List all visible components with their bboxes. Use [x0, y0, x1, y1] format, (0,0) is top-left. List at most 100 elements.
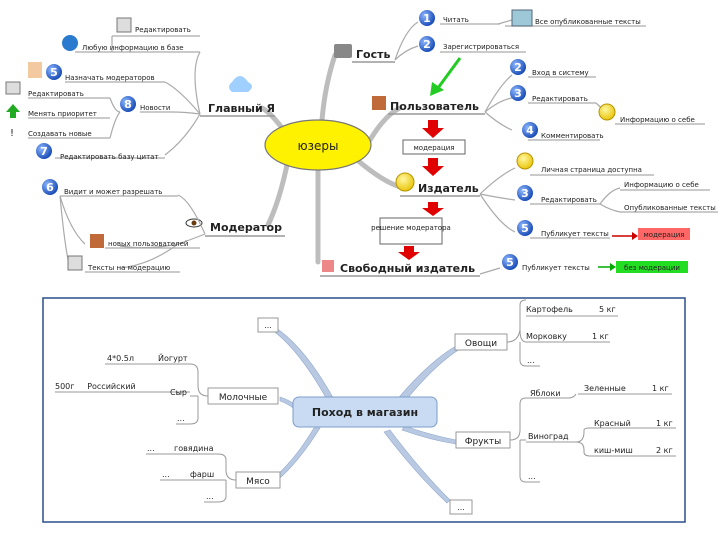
- guest-item-read: Читать: [443, 16, 469, 24]
- moderator-item-sees: Видит и может разрешать: [64, 188, 162, 196]
- main-item-create: Создавать новые: [28, 130, 92, 138]
- svg-text:решение модератора: решение модератора: [371, 224, 451, 232]
- smiley-icon-publisher: [395, 172, 415, 192]
- cup-icon: [334, 44, 352, 58]
- dairy-more: ...: [177, 414, 185, 423]
- svg-text:8: 8: [124, 98, 132, 111]
- user-item-comment: Комментировать: [541, 132, 604, 140]
- meat-beef-detail: ...: [147, 444, 155, 453]
- fruit-more: ...: [528, 472, 536, 481]
- svg-text:без модерации: без модерации: [624, 264, 680, 272]
- node-moderator[interactable]: Модератор: [185, 218, 285, 237]
- publisher-item-edit: Редактировать: [541, 196, 597, 204]
- svg-text:Мясо: Мясо: [246, 477, 270, 487]
- meat-mince: фарш: [190, 470, 214, 479]
- svg-text:Свободный издатель: Свободный издатель: [340, 262, 475, 275]
- node-main[interactable]: Главный Я: [200, 76, 275, 117]
- red-arrow-icon: [422, 120, 444, 138]
- main-item-any-info: Любую информацию в базе: [82, 44, 184, 52]
- publisher-item-publish: Публикует тексты: [541, 230, 609, 238]
- main-item-priority: Менять приоритет: [28, 110, 97, 118]
- dairy-yogurt-detail: 4*0.5л: [107, 354, 134, 363]
- link-center-empty-bottom: [383, 429, 451, 504]
- svg-text:2: 2: [423, 38, 431, 51]
- dairy-cheese-detail: 500г Российский: [55, 382, 136, 391]
- publisher-sub-texts: Опубликованные тексты: [624, 204, 716, 212]
- moderator-item-new-users: новых пользователей: [108, 240, 188, 248]
- center-node-users[interactable]: [264, 119, 372, 171]
- main-connectors: [259, 52, 403, 265]
- dairy-cheese: Сыр: [170, 388, 187, 397]
- svg-text:6: 6: [46, 181, 54, 194]
- meat-beef: говядина: [174, 444, 214, 453]
- guest-item-register: Зарегистрироваться: [443, 43, 519, 51]
- svg-text:...: ...: [264, 321, 272, 330]
- svg-text:Главный Я: Главный Я: [208, 102, 275, 115]
- node-free-publisher[interactable]: Свободный издатель: [320, 260, 480, 277]
- veg-item-carrot: Морковку: [526, 332, 567, 341]
- smiley-icon: [598, 103, 616, 121]
- svg-text:5: 5: [506, 256, 514, 269]
- veg-item-more: ...: [527, 356, 535, 365]
- meat-more: ...: [206, 492, 214, 501]
- svg-text:3: 3: [521, 187, 529, 200]
- veg-qty-carrot: 1 кг: [592, 332, 609, 341]
- empty-node-top[interactable]: [257, 317, 279, 333]
- moderation-box: [402, 139, 466, 155]
- books-icon-user: [372, 96, 386, 110]
- books-icon-mod: [90, 234, 104, 248]
- badge-1: [419, 10, 435, 26]
- svg-text:2: 2: [514, 61, 522, 74]
- books-icon: [511, 9, 533, 27]
- main-item-edit: Редактировать: [135, 26, 191, 34]
- center-node-label: юзеры: [298, 139, 339, 153]
- badge-2: [419, 36, 435, 52]
- user-roles-diagram: юзеры Гость 1 Читать Все опубликованные …: [5, 9, 718, 277]
- node-publisher[interactable]: Издатель: [395, 172, 480, 197]
- fruit-grapes: Виноград: [528, 432, 569, 441]
- grape-kishmish-qty: 2 кг: [656, 446, 673, 455]
- dairy-yogurt: Йогурт: [158, 352, 188, 363]
- fruit-apples-green: Зеленные: [584, 384, 626, 393]
- warning-icon: !: [10, 128, 14, 139]
- svg-text:модерация: модерация: [414, 144, 455, 152]
- svg-text:7: 7: [40, 145, 48, 158]
- publisher-sub-info: Информацию о себе: [624, 181, 699, 189]
- shopping-mindmap: Поход в магазин ... ... Овощи Картофель …: [42, 297, 686, 523]
- edit-icon-2: [5, 81, 21, 95]
- badge-no-moderation: [616, 261, 688, 273]
- svg-text:3: 3: [514, 87, 522, 100]
- node-guest[interactable]: Гость: [334, 44, 395, 63]
- svg-text:Молочные: Молочные: [219, 393, 268, 403]
- svg-text:Гость: Гость: [356, 48, 390, 61]
- publisher-item-page: Личная страница доступна: [541, 166, 642, 174]
- red-arrow-icon-2: [422, 158, 444, 176]
- hand-pointer-icon: [28, 62, 42, 78]
- svg-text:Издатель: Издатель: [418, 182, 479, 195]
- empty-node-bottom[interactable]: [449, 499, 473, 515]
- main-item-news: Новости: [140, 104, 170, 112]
- svg-text:1: 1: [423, 12, 431, 25]
- edit-icon: [116, 17, 132, 33]
- meat-mince-detail: ...: [162, 470, 170, 479]
- main-item-quotes: Редактировать базу цитат: [60, 153, 159, 161]
- edit-icon-mod: [67, 255, 83, 271]
- svg-text:Овощи: Овощи: [465, 339, 497, 349]
- node-user[interactable]: Пользователь: [372, 96, 485, 115]
- grape-red-qty: 1 кг: [656, 419, 673, 428]
- fruit-apples-qty: 1 кг: [652, 384, 669, 393]
- badge-moderation: [638, 228, 690, 240]
- svg-text:4: 4: [526, 124, 534, 137]
- free-item-publish: Публикует тексты: [522, 264, 590, 272]
- up-arrow-icon: [6, 104, 20, 118]
- shopping-center-node[interactable]: [292, 396, 438, 428]
- hand-icon: [322, 260, 334, 272]
- guest-leaf-texts: Все опубликованные тексты: [535, 18, 641, 26]
- svg-text:5: 5: [50, 66, 58, 79]
- user-item-login: Вход в систему: [532, 69, 589, 77]
- svg-text:Фрукты: Фрукты: [465, 437, 502, 447]
- svg-text:...: ...: [457, 503, 465, 512]
- main-item-edit-2: Редактировать: [28, 90, 84, 98]
- veg-qty-potato: 5 кг: [599, 305, 616, 314]
- svg-text:Пользователь: Пользователь: [390, 100, 479, 113]
